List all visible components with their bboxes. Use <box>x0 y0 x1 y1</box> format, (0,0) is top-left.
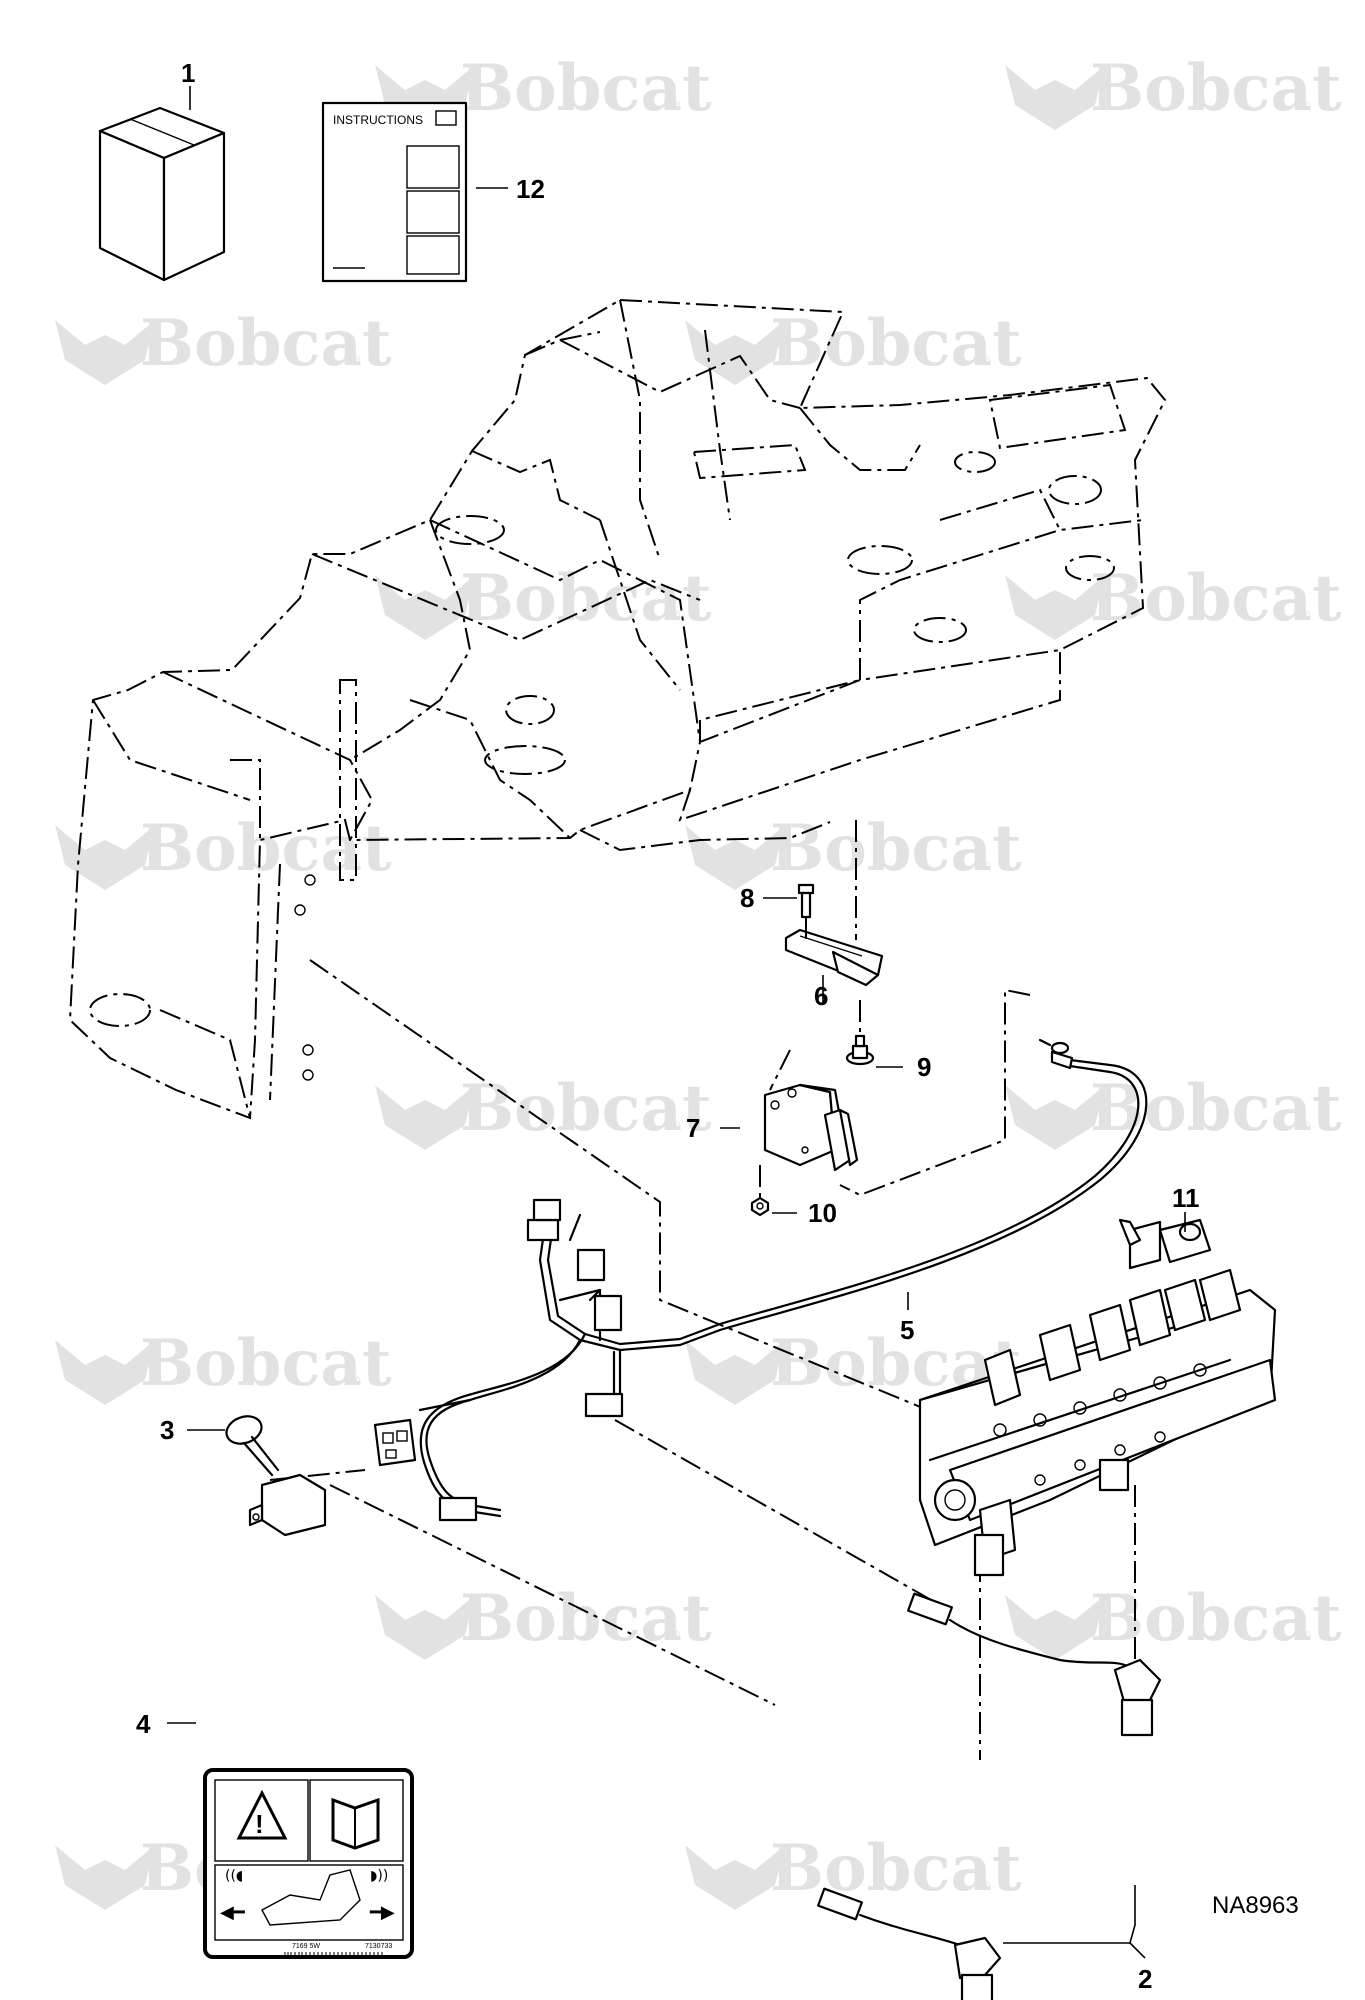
bobcat-logo-icon <box>55 1340 155 1405</box>
bobcat-watermark: Bobcat® <box>55 1326 392 1405</box>
bobcat-watermark: Bobcat® <box>685 1831 1022 1910</box>
cable-tie-drawing <box>225 1415 280 1477</box>
callout-labels: 1 2 3 4 5 6 7 8 9 10 11 12 <box>136 58 1200 1994</box>
callout-leaders <box>167 86 1186 1959</box>
bobcat-logo-icon <box>1005 1085 1105 1150</box>
instructions-label: INSTRUCTIONS <box>333 113 423 127</box>
sound-icon: ((◖ <box>225 1868 243 1884</box>
bobcat-logo-icon <box>55 320 155 385</box>
bobcat-watermark: Bobcat® <box>55 306 392 385</box>
bolt-drawing <box>797 883 815 919</box>
callout-3: 3 <box>160 1415 174 1445</box>
control-valve-drawing <box>918 1218 1277 1577</box>
callout-12: 12 <box>516 174 545 204</box>
machine-frame-phantom <box>68 298 1167 1120</box>
kit-box-drawing <box>98 106 226 282</box>
watermark-registered-mark: ® <box>670 607 681 623</box>
flange-bolt-drawing <box>845 1034 875 1066</box>
watermark-registered-mark: ® <box>1300 97 1311 113</box>
watermark-registered-mark: ® <box>350 352 361 368</box>
decal-code-1: 7169 5W <box>292 1943 320 1950</box>
bobcat-logo-icon <box>55 1845 155 1910</box>
bobcat-logo-icon <box>375 1595 475 1660</box>
watermark-layer: Bobcat®Bobcat®Bobcat®Bobcat®Bobcat®Bobca… <box>55 51 1342 1910</box>
warning-icon: ! <box>255 1809 264 1839</box>
watermark-registered-mark: ® <box>670 1627 681 1643</box>
bobcat-logo-icon <box>685 825 785 890</box>
watermark-text: Bobcat <box>140 811 392 886</box>
bobcat-logo-icon <box>1005 65 1105 130</box>
watermark-text: Bobcat <box>460 51 712 126</box>
bobcat-watermark: Bobcat® <box>1005 1071 1342 1150</box>
watermark-registered-mark: ® <box>1300 1117 1311 1133</box>
watermark-text: Bobcat <box>460 561 712 636</box>
bobcat-logo-icon <box>685 1845 785 1910</box>
watermark-registered-mark: ® <box>980 352 991 368</box>
bobcat-logo-icon <box>1005 1595 1105 1660</box>
decal-drawing: ! ((◖ ◗)) ◀━ ━▶ 7169 5W 7130733 <box>203 1768 414 1959</box>
watermark-text: Bobcat <box>460 1581 712 1656</box>
callout-8: 8 <box>740 883 754 913</box>
callout-2: 2 <box>1138 1964 1152 1994</box>
bracket-drawing <box>784 928 884 987</box>
watermark-registered-mark: ® <box>980 857 991 873</box>
bobcat-watermark: Bobcat® <box>375 1581 712 1660</box>
callout-10: 10 <box>808 1198 837 1228</box>
callout-11: 11 <box>1172 1183 1200 1213</box>
bobcat-logo-icon <box>375 575 475 640</box>
bobcat-logo-icon <box>1005 575 1105 640</box>
watermark-text: Bobcat <box>460 1071 712 1146</box>
instructions-sheet-drawing: INSTRUCTIONS <box>321 101 468 283</box>
nut-drawing <box>750 1196 770 1217</box>
callout-1: 1 <box>181 58 195 88</box>
bobcat-watermark: Bobcat® <box>375 561 712 640</box>
watermark-text: Bobcat <box>1090 51 1342 126</box>
watermark-text: Bobcat <box>140 306 392 381</box>
wiring-harness-drawing <box>373 1038 1148 1522</box>
bobcat-watermark: Bobcat® <box>55 811 392 890</box>
callout-7: 7 <box>686 1113 700 1143</box>
figure-id: NA8963 <box>1212 1892 1299 1919</box>
bobcat-logo-icon <box>375 1085 475 1150</box>
right-arrow-icon: ━▶ <box>369 1902 395 1923</box>
left-arrow-icon: ◀━ <box>220 1902 246 1923</box>
sound-icon: ◗)) <box>370 1868 388 1884</box>
module-drawing <box>763 1083 859 1172</box>
watermark-text: Bobcat <box>770 306 1022 381</box>
bobcat-watermark: Bobcat® <box>1005 561 1342 640</box>
bobcat-watermark: Bobcat® <box>1005 1581 1342 1660</box>
bobcat-logo-icon <box>55 825 155 890</box>
callout-9: 9 <box>917 1052 931 1082</box>
relay-drawing <box>248 1473 327 1537</box>
watermark-registered-mark: ® <box>1300 607 1311 623</box>
watermark-text: Bobcat <box>140 1326 392 1401</box>
watermark-text: Bobcat <box>1090 561 1342 636</box>
watermark-text: Bobcat <box>770 811 1022 886</box>
watermark-registered-mark: ® <box>670 97 681 113</box>
watermark-text: Bobcat <box>770 1831 1022 1906</box>
watermark-registered-mark: ® <box>980 1877 991 1893</box>
watermark-text: Bobcat <box>1090 1071 1342 1146</box>
watermark-registered-mark: ® <box>1300 1627 1311 1643</box>
decal-code-2: 7130733 <box>365 1943 392 1950</box>
watermark-registered-mark: ® <box>670 1117 681 1133</box>
sensor-drawing <box>817 1592 1162 2000</box>
bobcat-watermark: Bobcat® <box>685 306 1022 385</box>
callout-5: 5 <box>900 1315 914 1345</box>
bobcat-watermark: Bobcat® <box>685 811 1022 890</box>
bobcat-watermark: Bobcat® <box>375 1071 712 1150</box>
callout-4: 4 <box>136 1709 151 1739</box>
callout-6: 6 <box>814 981 828 1011</box>
bobcat-watermark: Bobcat® <box>1005 51 1342 130</box>
bobcat-logo-icon <box>685 1340 785 1405</box>
watermark-text: Bobcat <box>1090 1581 1342 1656</box>
watermark-registered-mark: ® <box>350 1372 361 1388</box>
